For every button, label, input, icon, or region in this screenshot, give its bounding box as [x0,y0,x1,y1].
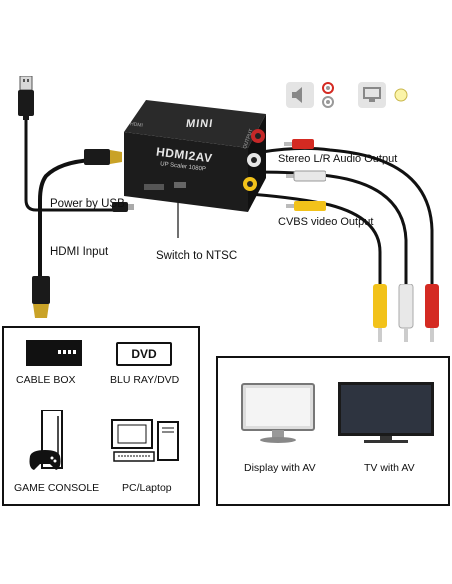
cable-box-label: CABLE BOX [16,374,76,386]
monitor-small-icon [358,82,386,108]
sources-box: CABLE BOX DVD BLU RAY/DVD GAME CONSOLE P… [2,326,200,506]
rca-red-plug-bottom-icon [424,284,440,344]
converter-device: MINI HDMI2AV UP Scaler 1080P HDMI OUTPUT [120,96,272,216]
rca-white-plug-bottom-icon [398,284,414,344]
pc-label: PC/Laptop [122,482,172,494]
tv-icon [336,380,436,446]
audio-jack-white-icon [322,96,334,108]
micro-usb-plug-icon [112,200,134,214]
power-label: Power by USB [50,198,125,210]
blu-ray-label: BLU RAY/DVD [110,374,180,386]
displays-box: Display with AV TV with AV [216,356,450,506]
hdmi-input-label: HDMI Input [50,246,109,258]
cvbs-label: CVBS video Output [278,216,374,228]
video-jack-yellow-icon [394,88,408,102]
rca-yellow-plug-bottom-icon [372,284,388,344]
hdmi-plug-device-icon [84,146,124,168]
speaker-icon [286,82,314,108]
stereo-label: Stereo L/R Audio Output [278,153,398,165]
pc-icon [110,418,182,464]
monitor-label: Display with AV [244,462,316,474]
cable-box-icon [26,340,82,366]
device-brand: MINI [185,118,215,130]
switch-label: Switch to NTSC [156,250,238,262]
audio-jack-red-icon [322,82,334,94]
rca-red-plug-top-icon [284,138,314,150]
dvd-badge-text: DVD [131,347,157,361]
game-console-label: GAME CONSOLE [14,482,100,494]
usb-plug-icon [18,76,34,120]
hdmi-plug-input-icon [30,276,52,320]
dvd-badge: DVD [116,342,172,366]
rca-white-plug-top-icon [286,170,326,182]
rca-yellow-plug-top-icon [286,200,326,212]
tv-label: TV with AV [364,462,415,474]
game-console-icon [28,410,68,474]
monitor-icon [240,382,316,444]
